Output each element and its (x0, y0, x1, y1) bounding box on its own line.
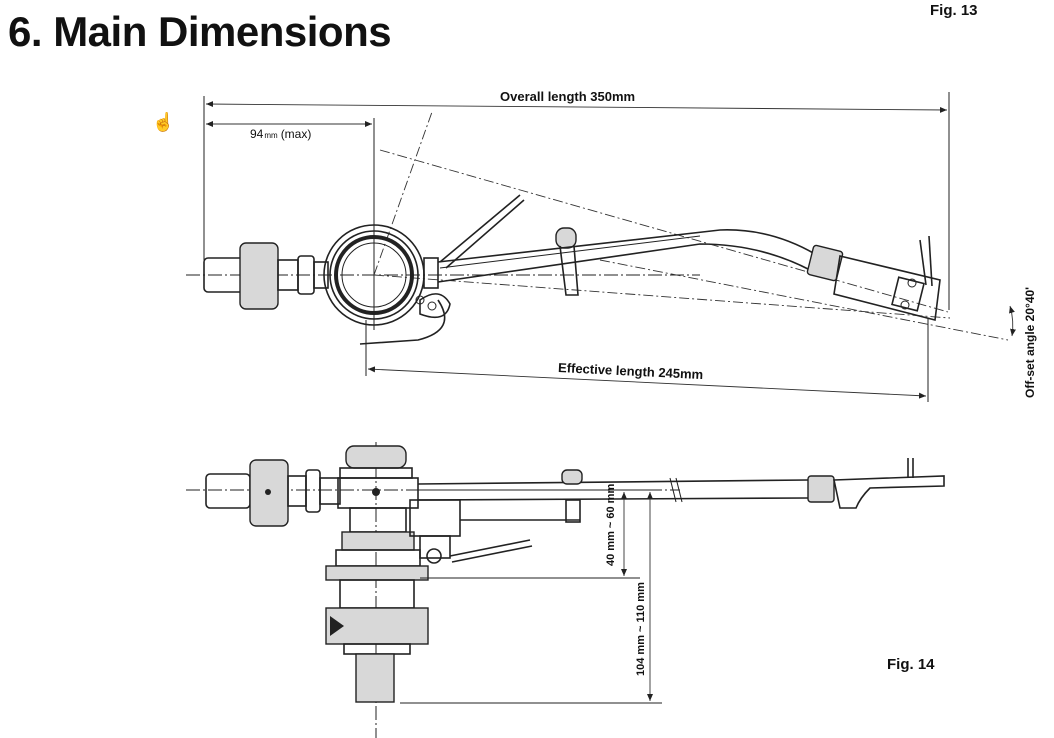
headshell-side (807, 458, 945, 509)
fig-14-side-view: 40 mm ~ 60 mm 104 mm ~ 110 mm (186, 442, 945, 738)
arm-height-dimension: 40 mm ~ 60 mm (420, 484, 660, 579)
offset-angle-dimension: Off-set angle 20°40' (1009, 287, 1037, 398)
mounting-depth-dimension: 104 mm ~ 110 mm (400, 492, 662, 704)
rear-overhang-dimension: 94mm(max) (206, 118, 375, 330)
counterweight-top (203, 242, 329, 310)
rear-overhang-label: 94mm(max) (250, 127, 311, 141)
effective-length-label: Effective length 245mm (558, 360, 704, 382)
arm-tube-side (417, 469, 809, 523)
effective-length-dimension: Effective length 245mm (365, 318, 929, 402)
fig-13-label: Fig. 13 (930, 2, 978, 19)
pivot-tower-side (325, 445, 429, 703)
fig-14-label: Fig. 14 (887, 656, 935, 673)
arm-lift-top (555, 227, 579, 296)
overall-length-dimension: Overall length 350mm (203, 89, 950, 310)
arm-height-label: 40 mm ~ 60 mm (605, 484, 617, 566)
overall-length-label: Overall length 350mm (500, 89, 635, 104)
page-title: 6. Main Dimensions (8, 8, 392, 55)
hand-pointer-icon: ☝ (152, 111, 174, 133)
fig-13-top-view: Overall length 350mm 94mm(max) (186, 89, 1037, 402)
counterweight-side (205, 459, 341, 527)
lift-lever-side (409, 499, 533, 564)
offset-angle-label: Off-set angle 20°40' (1023, 287, 1037, 398)
arm-tube-top (437, 229, 816, 283)
pivot-housing-top (323, 224, 439, 326)
mounting-depth-label: 104 mm ~ 110 mm (635, 582, 647, 676)
lift-lever-top (359, 194, 525, 345)
headshell-top (806, 235, 941, 322)
